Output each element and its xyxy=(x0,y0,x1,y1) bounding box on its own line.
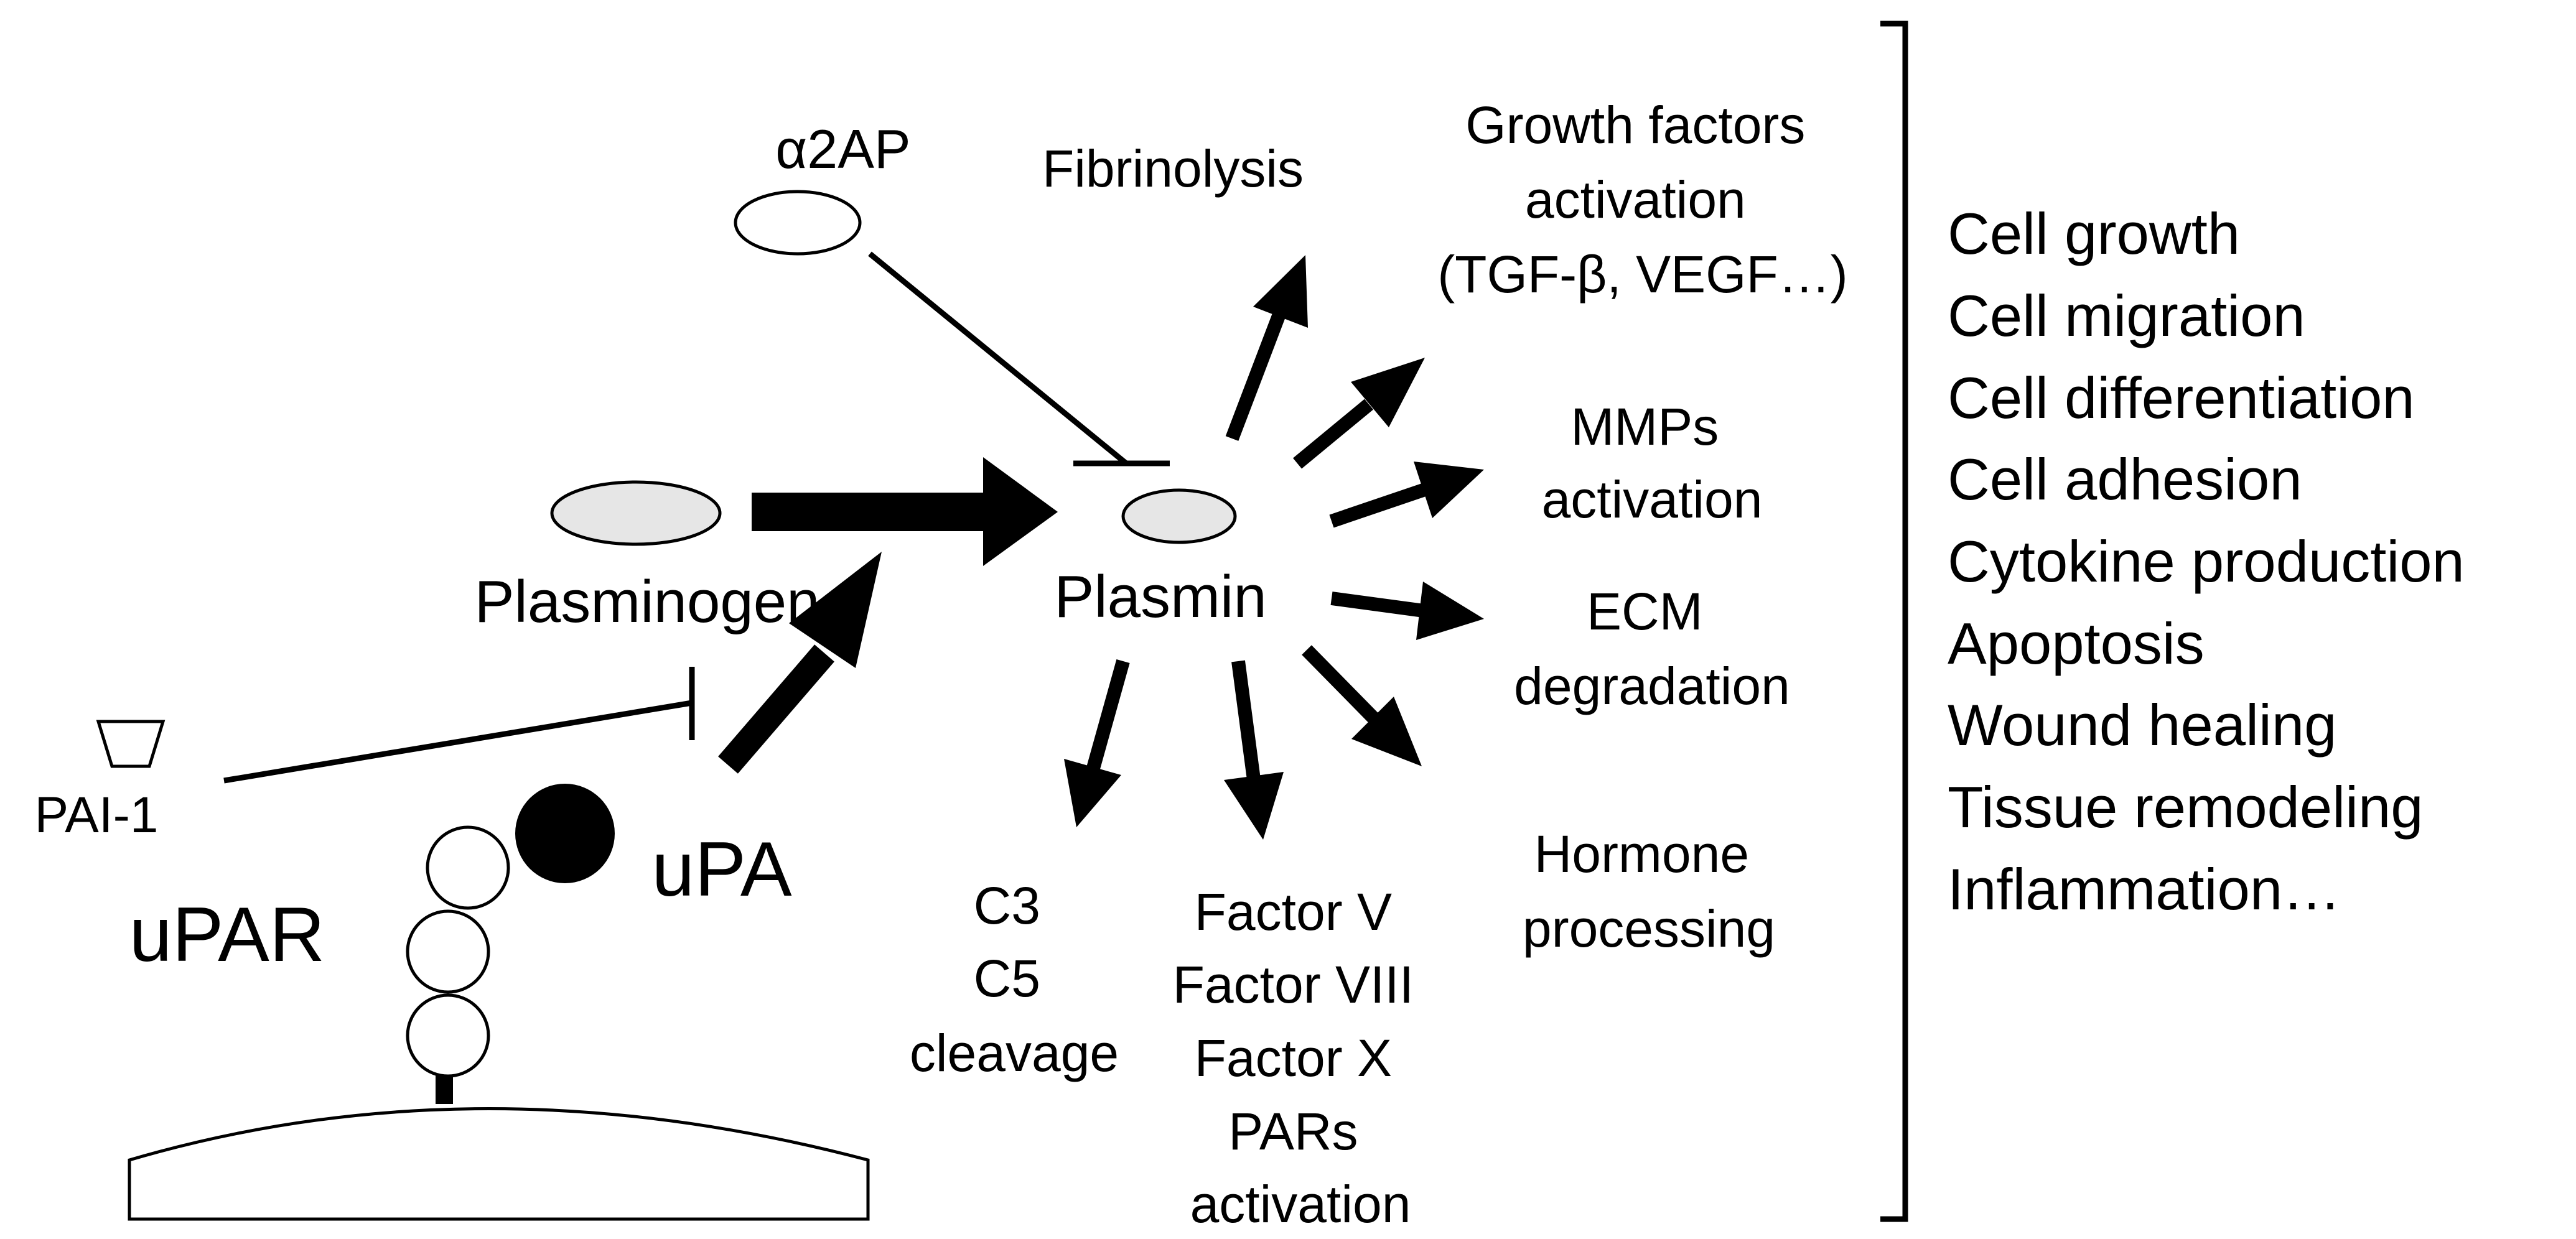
plasminogen-shape xyxy=(550,480,722,546)
effect-arrows xyxy=(1064,255,1484,840)
upar-domain-2 xyxy=(406,909,490,994)
upa-activation-shaft xyxy=(718,644,834,774)
fibrinolysis-label: Fibrinolysis xyxy=(1042,139,1304,198)
cell-membrane xyxy=(128,1107,870,1221)
upar-label: uPAR xyxy=(129,892,325,978)
growth-factors-label: Growth factors activation (TGF-β, VEGF…) xyxy=(1437,96,1848,304)
pai1-label: PAI-1 xyxy=(35,787,159,843)
upar-domain-3 xyxy=(406,993,490,1078)
ecm-label: ECM degradation xyxy=(1514,582,1790,715)
conversion-arrow-head xyxy=(983,457,1058,566)
plasmin-shape xyxy=(1121,488,1237,544)
alpha2ap-label: α2AP xyxy=(775,118,910,180)
membrane-anchor xyxy=(436,1073,453,1104)
mmps-label: MMPs activation xyxy=(1542,397,1763,529)
factors-label: Factor V Factor VIII Factor X PARs activ… xyxy=(1173,883,1429,1233)
pai1-inhibition-line xyxy=(223,700,693,784)
upa-shape xyxy=(515,784,615,883)
outcomes-bracket xyxy=(1880,21,1908,1222)
hormone-label: Hormone processing xyxy=(1523,825,1775,958)
upa-activation-head xyxy=(789,552,882,668)
upar-domain-1 xyxy=(426,825,510,910)
upa-label: uPA xyxy=(651,827,791,912)
alpha2ap-inhibition-line xyxy=(868,251,1128,466)
complement-label: C3 C5 cleavage xyxy=(910,876,1119,1082)
pai1-shape xyxy=(96,720,166,768)
alpha2ap-shape xyxy=(734,190,862,256)
outcomes-list: Cell growth Cell migration Cell differen… xyxy=(1948,201,2481,922)
plasminogen-label: Plasminogen xyxy=(475,568,820,635)
conversion-arrow-shaft xyxy=(752,493,988,531)
plasmin-label: Plasmin xyxy=(1054,564,1266,630)
